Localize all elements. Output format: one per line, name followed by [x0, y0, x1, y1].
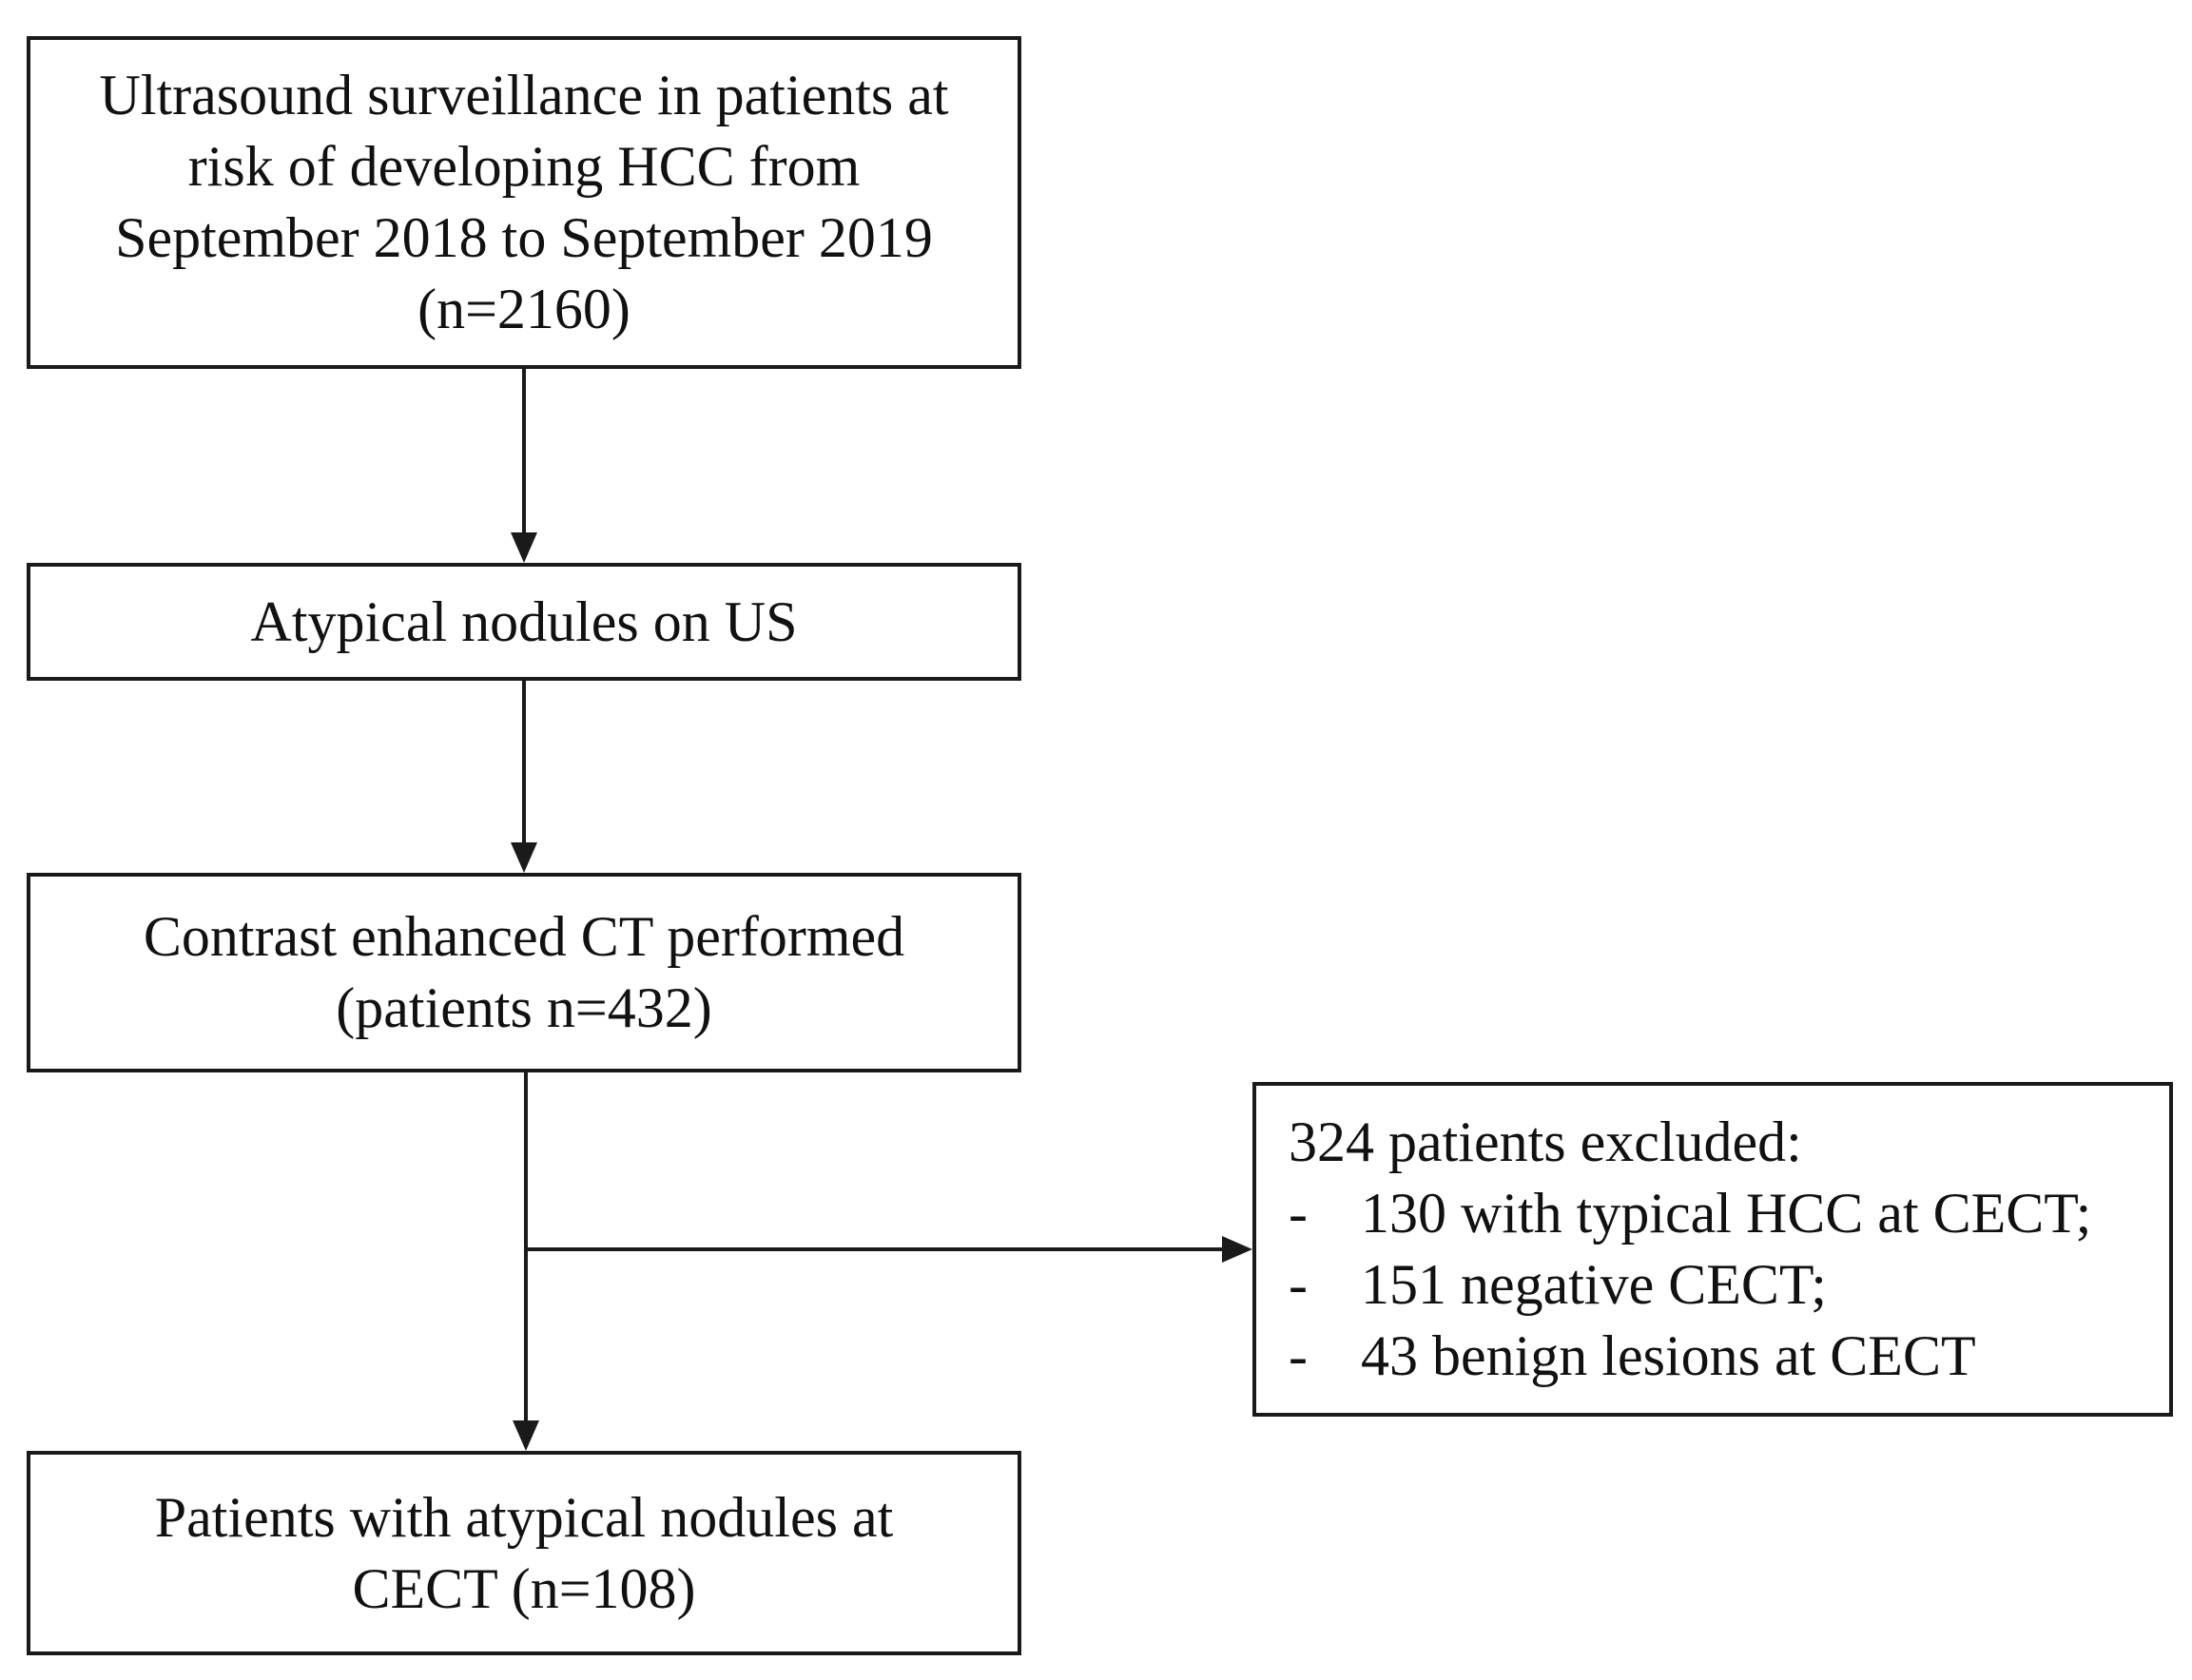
- surveillance-line-2: risk of developing HCC from: [187, 135, 861, 198]
- cect-line-1: Contrast enhanced CT performed: [143, 905, 905, 968]
- excluded-bullet: -: [1289, 1253, 1308, 1316]
- excluded-item-text: 130 with typical HCC at CECT;: [1361, 1182, 2092, 1245]
- final-line-1: Patients with atypical nodules at: [154, 1485, 894, 1549]
- box-patients-excluded: 324 patients excluded: - 130 with typica…: [1252, 1082, 2173, 1417]
- excluded-bullet: -: [1289, 1324, 1308, 1387]
- atypical-us-line-1: Atypical nodules on US: [250, 589, 798, 653]
- surveillance-line-1: Ultrasound surveillance in patients at: [99, 64, 949, 126]
- cect-line-2: (patients n=432): [336, 976, 712, 1039]
- final-line-2: CECT (n=108): [352, 1556, 696, 1620]
- excluded-item: - 130 with typical HCC at CECT;: [1289, 1178, 2091, 1249]
- box-patients-atypical-nodules-cect: Patients with atypical nodules at CECT (…: [27, 1451, 1021, 1655]
- arrowhead-surveillance-to-atypical: [511, 532, 537, 563]
- surveillance-line-4: (n=2160): [417, 278, 630, 340]
- box-ultrasound-surveillance: Ultrasound surveillance in patients at r…: [27, 36, 1021, 369]
- surveillance-line-3: September 2018 to September 2019: [115, 206, 933, 269]
- excluded-title: 324 patients excluded:: [1289, 1110, 1802, 1173]
- arrowhead-branch-to-excluded: [1222, 1236, 1252, 1263]
- excluded-item: - 43 benign lesions at CECT: [1289, 1321, 1976, 1392]
- excluded-item: - 151 negative CECT;: [1289, 1249, 1827, 1321]
- excluded-item-text: 151 negative CECT;: [1361, 1253, 1827, 1316]
- arrowhead-cect-to-final: [513, 1420, 539, 1451]
- box-atypical-nodules-us: Atypical nodules on US: [27, 563, 1021, 681]
- arrowhead-atypical-to-cect: [511, 842, 537, 873]
- box-contrast-enhanced-ct: Contrast enhanced CT performed (patients…: [27, 873, 1021, 1072]
- excluded-bullet: -: [1289, 1182, 1308, 1245]
- excluded-item-text: 43 benign lesions at CECT: [1361, 1324, 1976, 1387]
